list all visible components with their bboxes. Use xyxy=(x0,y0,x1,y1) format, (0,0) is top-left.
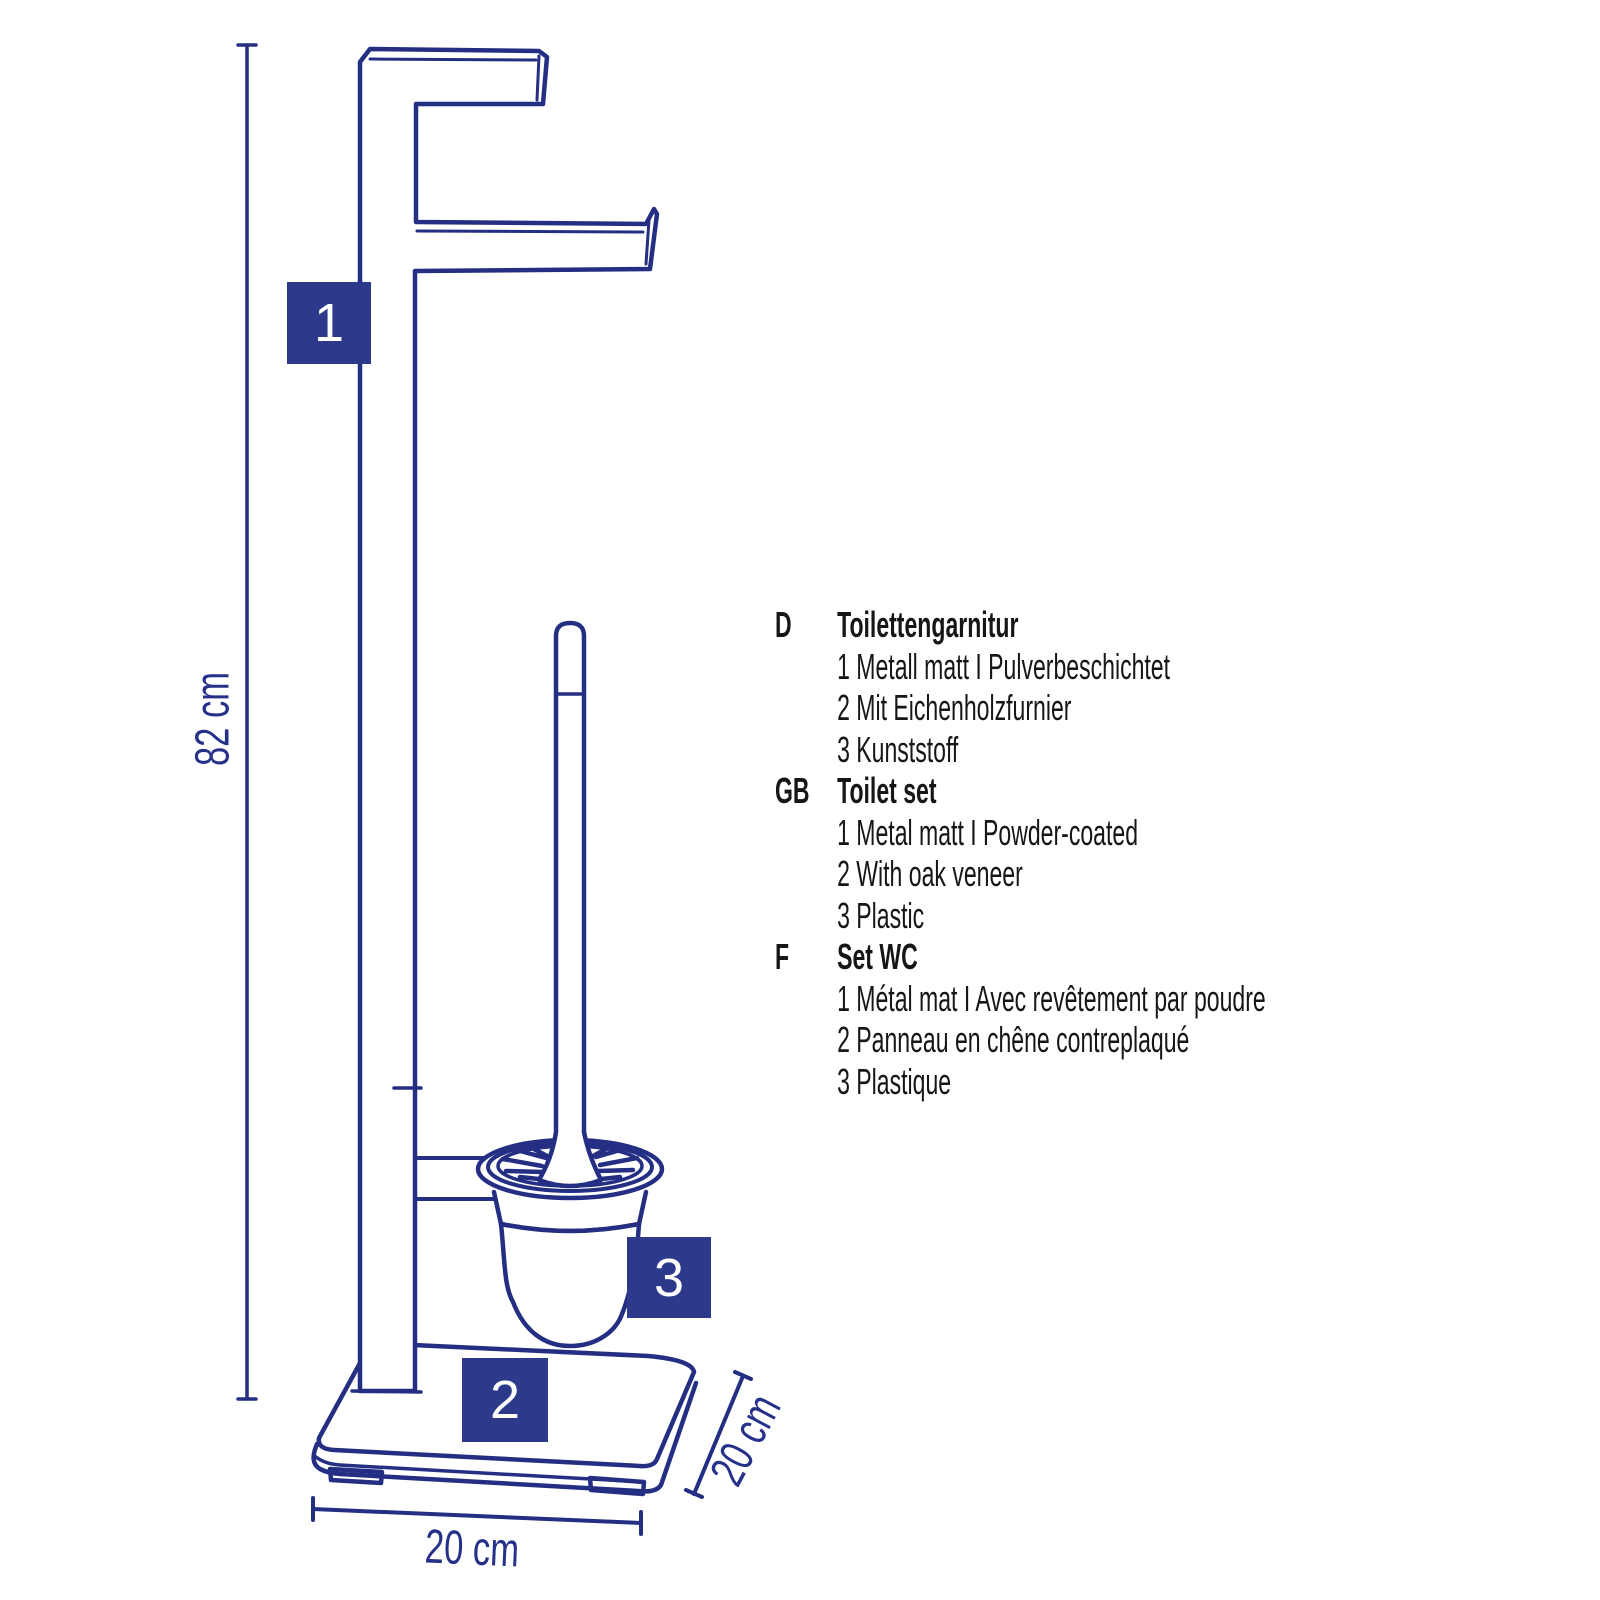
base-foot-left xyxy=(327,1466,385,1486)
description-item-text: 2 With oak veneer xyxy=(837,853,1023,894)
description-item: 1 Metall matt I Pulverbeschichtet xyxy=(775,646,1266,688)
part-badge-3: 3 xyxy=(627,1237,711,1318)
description-block: D Toilettengarnitur 1 Metall matt I Pulv… xyxy=(775,604,1266,1102)
description-item: 3 Kunststoff xyxy=(775,729,1266,771)
product-title-de: Toilettengarnitur xyxy=(837,604,1019,645)
part-badge-1-number: 1 xyxy=(313,293,345,353)
top-bar-accent xyxy=(368,57,538,62)
description-item: 2 Mit Eichenholzfurnier xyxy=(775,687,1266,729)
description-item: 3 Plastique xyxy=(775,1061,1266,1103)
description-item-text: 3 Kunststoff xyxy=(837,728,959,770)
description-item: 2 Panneau en chêne contreplaqué xyxy=(775,1019,1266,1061)
description-item-text: 1 Metall matt I Pulverbeschichtet xyxy=(837,645,1171,687)
description-item-text: 1 Métal mat I Avec revêtement par poudre xyxy=(837,977,1266,1019)
pole-foot-line xyxy=(350,1389,423,1394)
width-dimension-label: 20 cm xyxy=(423,1520,521,1578)
description-header-gb: GB Toilet set xyxy=(775,770,1266,812)
depth-dimension-line xyxy=(684,1370,753,1499)
part-badge-2-number: 2 xyxy=(489,1370,521,1430)
description-item: 3 Plastic xyxy=(775,895,1266,937)
height-dimension-label: 82 cm xyxy=(186,671,240,767)
language-code-fr: F xyxy=(775,936,790,977)
description-item: 1 Métal mat I Avec revêtement par poudre xyxy=(775,978,1266,1020)
brush-holder-arm xyxy=(415,1156,498,1201)
description-header-de: D Toilettengarnitur xyxy=(775,604,1266,646)
base-foot-right xyxy=(587,1475,647,1497)
language-code-de: D xyxy=(775,604,792,645)
description-header-fr: F Set WC xyxy=(775,936,1266,978)
description-item-text: 3 Plastique xyxy=(837,1060,952,1102)
width-dimension-line xyxy=(311,1496,643,1536)
base-veneer-line xyxy=(314,1455,646,1484)
part-badge-2: 2 xyxy=(462,1358,548,1442)
part-badge-1: 1 xyxy=(287,282,371,364)
top-bar-end-accent xyxy=(535,54,541,102)
description-item-text: 1 Metal matt I Powder-coated xyxy=(837,811,1139,853)
stand-pole-and-bars xyxy=(350,46,660,1394)
language-code-gb: GB xyxy=(775,770,810,811)
description-item-text: 3 Plastic xyxy=(837,894,925,936)
product-title-fr: Set WC xyxy=(837,936,918,977)
pole-outline xyxy=(357,46,660,1394)
brush-bristles xyxy=(500,1145,640,1183)
part-badge-3-number: 3 xyxy=(653,1247,685,1308)
product-title-gb: Toilet set xyxy=(837,770,937,811)
description-item-text: 2 Mit Eichenholzfurnier xyxy=(837,687,1072,728)
height-dimension-line xyxy=(236,43,258,1401)
description-item: 2 With oak veneer xyxy=(775,853,1266,895)
brush-handle xyxy=(536,620,604,1189)
brush-cup xyxy=(491,1189,649,1349)
brush-cup-body xyxy=(498,1221,642,1349)
description-item-text: 2 Panneau en chêne contreplaqué xyxy=(837,1019,1190,1060)
description-item: 1 Metal matt I Powder-coated xyxy=(775,812,1266,854)
roll-bar-accent xyxy=(415,229,645,234)
roll-bar-end-accent xyxy=(644,218,651,266)
